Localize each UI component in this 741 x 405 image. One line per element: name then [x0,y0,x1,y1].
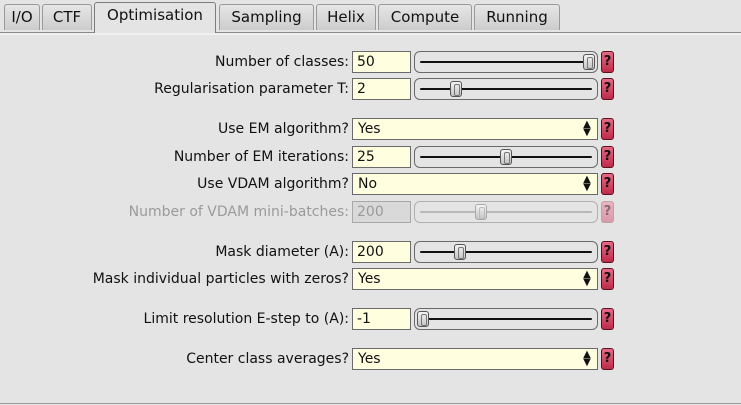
mask-zeros-select[interactable]: Yes ▲▼ [352,268,598,290]
slider-thumb[interactable] [583,54,595,70]
limit-res-help-button[interactable]: ? [601,308,614,330]
num-classes-label: Number of classes: [214,54,349,70]
tab-io[interactable]: I/O [4,4,40,30]
slider-track [420,318,592,320]
limit-res-input[interactable] [352,308,411,330]
use-vdam-help-button[interactable]: ? [601,173,614,195]
tab-divider-highlight [0,33,741,35]
center-avg-select[interactable]: Yes ▲▼ [352,348,598,370]
mask-diameter-label: Mask diameter (A): [215,244,349,260]
reg-t-help-button[interactable]: ? [601,78,614,100]
slider-thumb[interactable] [450,81,462,97]
mask-zeros-label: Mask individual particles with zeros? [92,271,349,287]
use-em-help-button[interactable]: ? [601,118,614,140]
slider-thumb[interactable] [500,149,512,165]
mask-diameter-help-button[interactable]: ? [601,241,614,263]
reg-t-input[interactable] [352,78,411,100]
select-arrows-icon: ▲▼ [583,174,591,193]
center-avg-value: Yes [358,351,381,367]
em-iter-label: Number of EM iterations: [173,149,349,165]
tab-ctf[interactable]: CTF [42,4,92,30]
select-arrows-icon: ▲▼ [583,119,591,138]
select-arrows-icon: ▲▼ [583,349,591,368]
em-iter-slider[interactable] [414,146,598,168]
em-iter-help-button[interactable]: ? [601,146,614,168]
slider-thumb [475,204,487,220]
num-classes-help-button[interactable]: ? [601,51,614,73]
center-avg-help-button[interactable]: ? [601,348,614,370]
reg-t-label: Regularisation parameter T: [154,81,349,97]
slider-track [420,211,592,213]
tab-bar: I/O CTF Optimisation Sampling Helix Comp… [0,0,741,34]
slider-thumb[interactable] [454,244,466,260]
tab-optimisation[interactable]: Optimisation [94,2,216,33]
vdam-batches-slider [414,201,598,223]
use-vdam-label: Use VDAM algorithm? [197,176,349,192]
slider-thumb[interactable] [417,311,429,327]
tab-compute[interactable]: Compute [378,4,472,30]
mask-zeros-help-button[interactable]: ? [601,268,614,290]
tab-divider [0,32,741,33]
vdam-batches-input [352,201,411,223]
em-iter-input[interactable] [352,146,411,168]
use-em-value: Yes [358,121,381,137]
limit-res-label: Limit resolution E-step to (A): [143,311,349,327]
num-classes-input[interactable] [352,51,411,73]
vdam-batches-label: Number of VDAM mini-batches: [128,204,349,220]
reg-t-slider[interactable] [414,78,598,100]
tab-running[interactable]: Running [474,4,560,30]
mask-diameter-input[interactable] [352,241,411,263]
use-vdam-select[interactable]: No ▲▼ [352,173,598,195]
slider-track [420,88,592,90]
select-arrows-icon: ▲▼ [583,269,591,288]
use-em-label: Use EM algorithm? [218,121,349,137]
mask-diameter-slider[interactable] [414,241,598,263]
mask-zeros-value: Yes [358,271,381,287]
num-classes-slider[interactable] [414,51,598,73]
tab-sampling[interactable]: Sampling [219,4,314,30]
slider-track [420,251,592,253]
use-vdam-value: No [358,176,378,192]
vdam-batches-help-button: ? [601,201,614,223]
tab-helix[interactable]: Helix [316,4,376,30]
use-em-select[interactable]: Yes ▲▼ [352,118,598,140]
limit-res-slider[interactable] [414,308,598,330]
panel-bottom-border [0,403,741,404]
center-avg-label: Center class averages? [186,351,349,367]
slider-track [420,61,592,63]
